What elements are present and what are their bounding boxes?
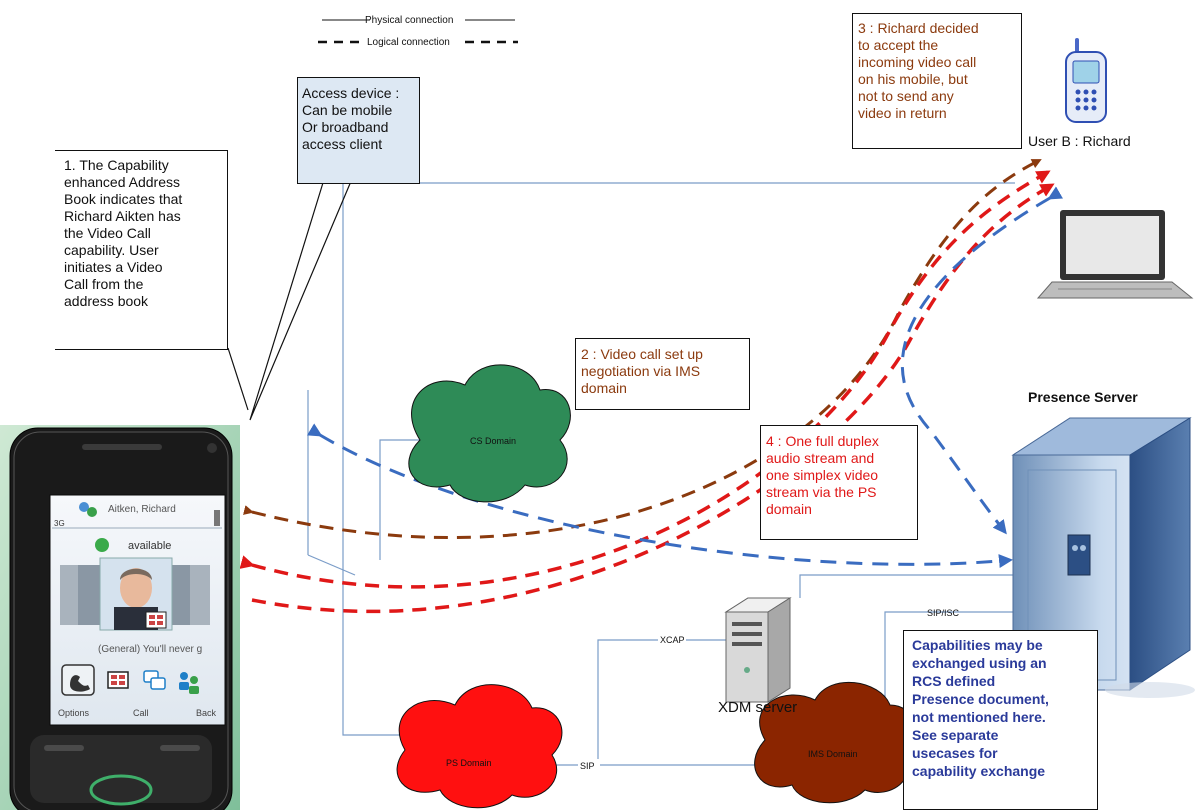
- softkey-back[interactable]: Back: [196, 708, 217, 718]
- ps-domain-label: PS Domain: [446, 758, 492, 768]
- ps-domain-cloud: PS Domain: [396, 684, 563, 809]
- step3-box: [852, 13, 1022, 149]
- capabilities-note: Capabilities may be exchanged using an R…: [912, 637, 1049, 779]
- step2-box: [575, 338, 750, 410]
- step2-note: 2 : Video call set up negotiation via IM…: [581, 346, 703, 396]
- logical-connections: [239, 158, 1064, 614]
- presence-server-label: Presence Server: [1028, 389, 1138, 405]
- step4-note: 4 : One full duplex audio stream and one…: [766, 433, 879, 517]
- access-to-richard-line: [342, 182, 1015, 245]
- xcap-line: [597, 639, 727, 765]
- sip-isc-line: [884, 611, 1015, 735]
- access-device-note: Access device : Can be mobile Or broadba…: [302, 85, 400, 152]
- legend-logical-label: Logical connection: [367, 37, 450, 48]
- laptop-icon: [1036, 210, 1194, 299]
- presence-server-icon: [1011, 417, 1195, 698]
- access-device-callout: [297, 77, 420, 184]
- callout-pointers: [227, 159, 361, 421]
- step3-note: 3 : Richard decided to accept the incomi…: [858, 20, 979, 121]
- screen-status-message: (General) You'll never g: [98, 644, 202, 655]
- softkey-options[interactable]: Options: [58, 708, 90, 718]
- screen-status: available: [128, 540, 171, 552]
- sip-isc-label: SIP/ISC: [927, 608, 960, 618]
- blue-laptop-arrow: [900, 186, 1064, 535]
- video-call-badge-icon: [145, 611, 167, 629]
- phone-bracket-line-b: [307, 554, 356, 576]
- xcap-label: XCAP: [660, 635, 685, 645]
- capability-note: 1. The Capability enhanced Address Book …: [64, 157, 183, 309]
- legend-physical-label: Physical connection: [365, 15, 453, 26]
- screen-network: 3G: [54, 519, 65, 528]
- contacts-action-icon[interactable]: [179, 672, 199, 694]
- screen-contact-name: Aitken, Richard: [108, 504, 176, 515]
- available-status-icon: [95, 538, 109, 552]
- capability-note-box: [55, 150, 228, 350]
- ims-domain-label: IMS Domain: [808, 749, 858, 759]
- legend: Physical connection Logical connection: [318, 15, 518, 48]
- sip-label: SIP: [580, 761, 595, 771]
- capabilities-box: [903, 630, 1098, 810]
- mobile-phone-icon: [1065, 38, 1107, 123]
- chat-action-icon[interactable]: [143, 670, 166, 690]
- red-media-arrow-1: [239, 170, 1051, 589]
- contacts-icon: [79, 502, 97, 517]
- softkey-call[interactable]: Call: [133, 708, 149, 718]
- handset-user-a: 3G Aitken, Richard available (General) Y…: [0, 425, 240, 810]
- xdm-server-label: XDM server: [718, 699, 797, 716]
- step4-box: [760, 425, 918, 540]
- video-call-action-icon[interactable]: [107, 671, 129, 689]
- red-media-arrow-2: [251, 183, 1055, 614]
- user-b-label: User B : Richard: [1028, 133, 1131, 149]
- cs-domain-cloud: CS Domain: [408, 364, 571, 503]
- cs-domain-label: CS Domain: [470, 436, 516, 446]
- access-drop-line: [342, 245, 400, 736]
- xdm-to-presence-line: [799, 574, 1015, 598]
- blue-presence-arrow: [306, 423, 1013, 569]
- xdm-server-icon: [724, 597, 792, 703]
- capability-note-frame: [55, 150, 228, 152]
